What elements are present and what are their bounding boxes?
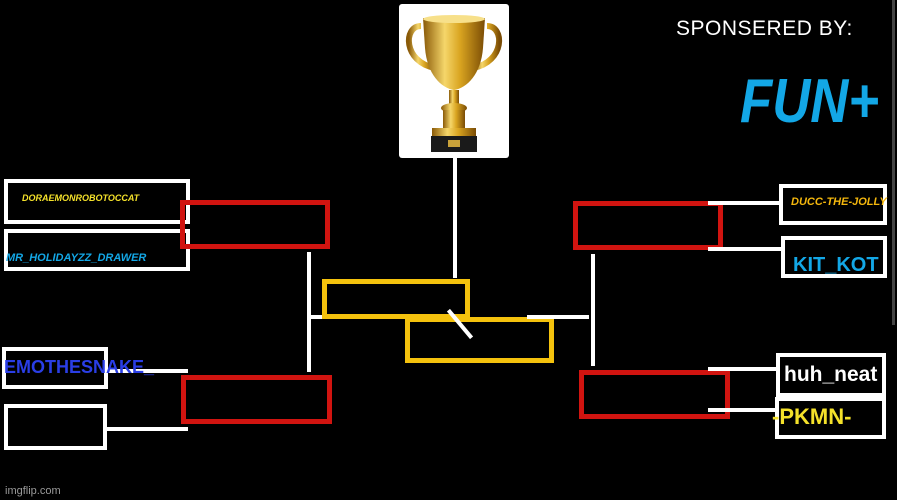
final-slot-left: [322, 279, 470, 319]
right-semifinal-lower: [579, 370, 730, 419]
left-player-1-name: DORAEMONROBOTOCCAT: [22, 193, 140, 203]
right-line-slot3: [708, 367, 778, 371]
right-round1-slot-4: [775, 397, 886, 439]
left-round1-slot-2: [4, 229, 190, 271]
final-slot-right: [405, 317, 554, 363]
right-round1-slot-2: [781, 236, 887, 278]
sponsor-label: SPONSERED BY:: [676, 17, 853, 40]
right-vertical-connector: [591, 254, 595, 366]
right-final-connector: [527, 315, 589, 319]
right-line-slot1: [708, 201, 781, 205]
left-semifinal-upper: [180, 200, 330, 249]
right-round1-slot-1: [779, 184, 887, 225]
left-round1-slot-3: [2, 347, 108, 389]
right-line-slot2: [708, 247, 783, 251]
left-player-2-name: MR_HOLIDAYZZ_DRAWER: [6, 252, 147, 264]
trophy-icon: [405, 15, 503, 152]
right-round1-slot-3: [776, 353, 886, 397]
final-connector-line: [453, 158, 457, 278]
right-player-1-name: DUCC-THE-JOLLY: [791, 196, 887, 208]
sponsor-name: FUN+: [740, 67, 880, 136]
right-semifinal-upper: [573, 201, 723, 250]
right-line-slot4: [708, 408, 777, 412]
right-player-3-name: huh_neat: [784, 363, 878, 386]
right-player-2-name: KIT_KOT: [793, 254, 879, 276]
left-player-3-name: EMOTHESNAKE_: [4, 357, 155, 377]
left-vertical-connector: [307, 252, 311, 372]
left-semifinal-lower: [181, 375, 332, 424]
left-line-slot4: [107, 427, 188, 431]
trophy-card: [399, 4, 509, 158]
watermark: imgflip.com: [5, 485, 61, 497]
scrollbar[interactable]: [892, 0, 895, 325]
right-player-4-name: -PKMN-: [772, 404, 852, 429]
left-round1-slot-4: [4, 404, 107, 450]
left-line-slot3: [107, 369, 188, 373]
